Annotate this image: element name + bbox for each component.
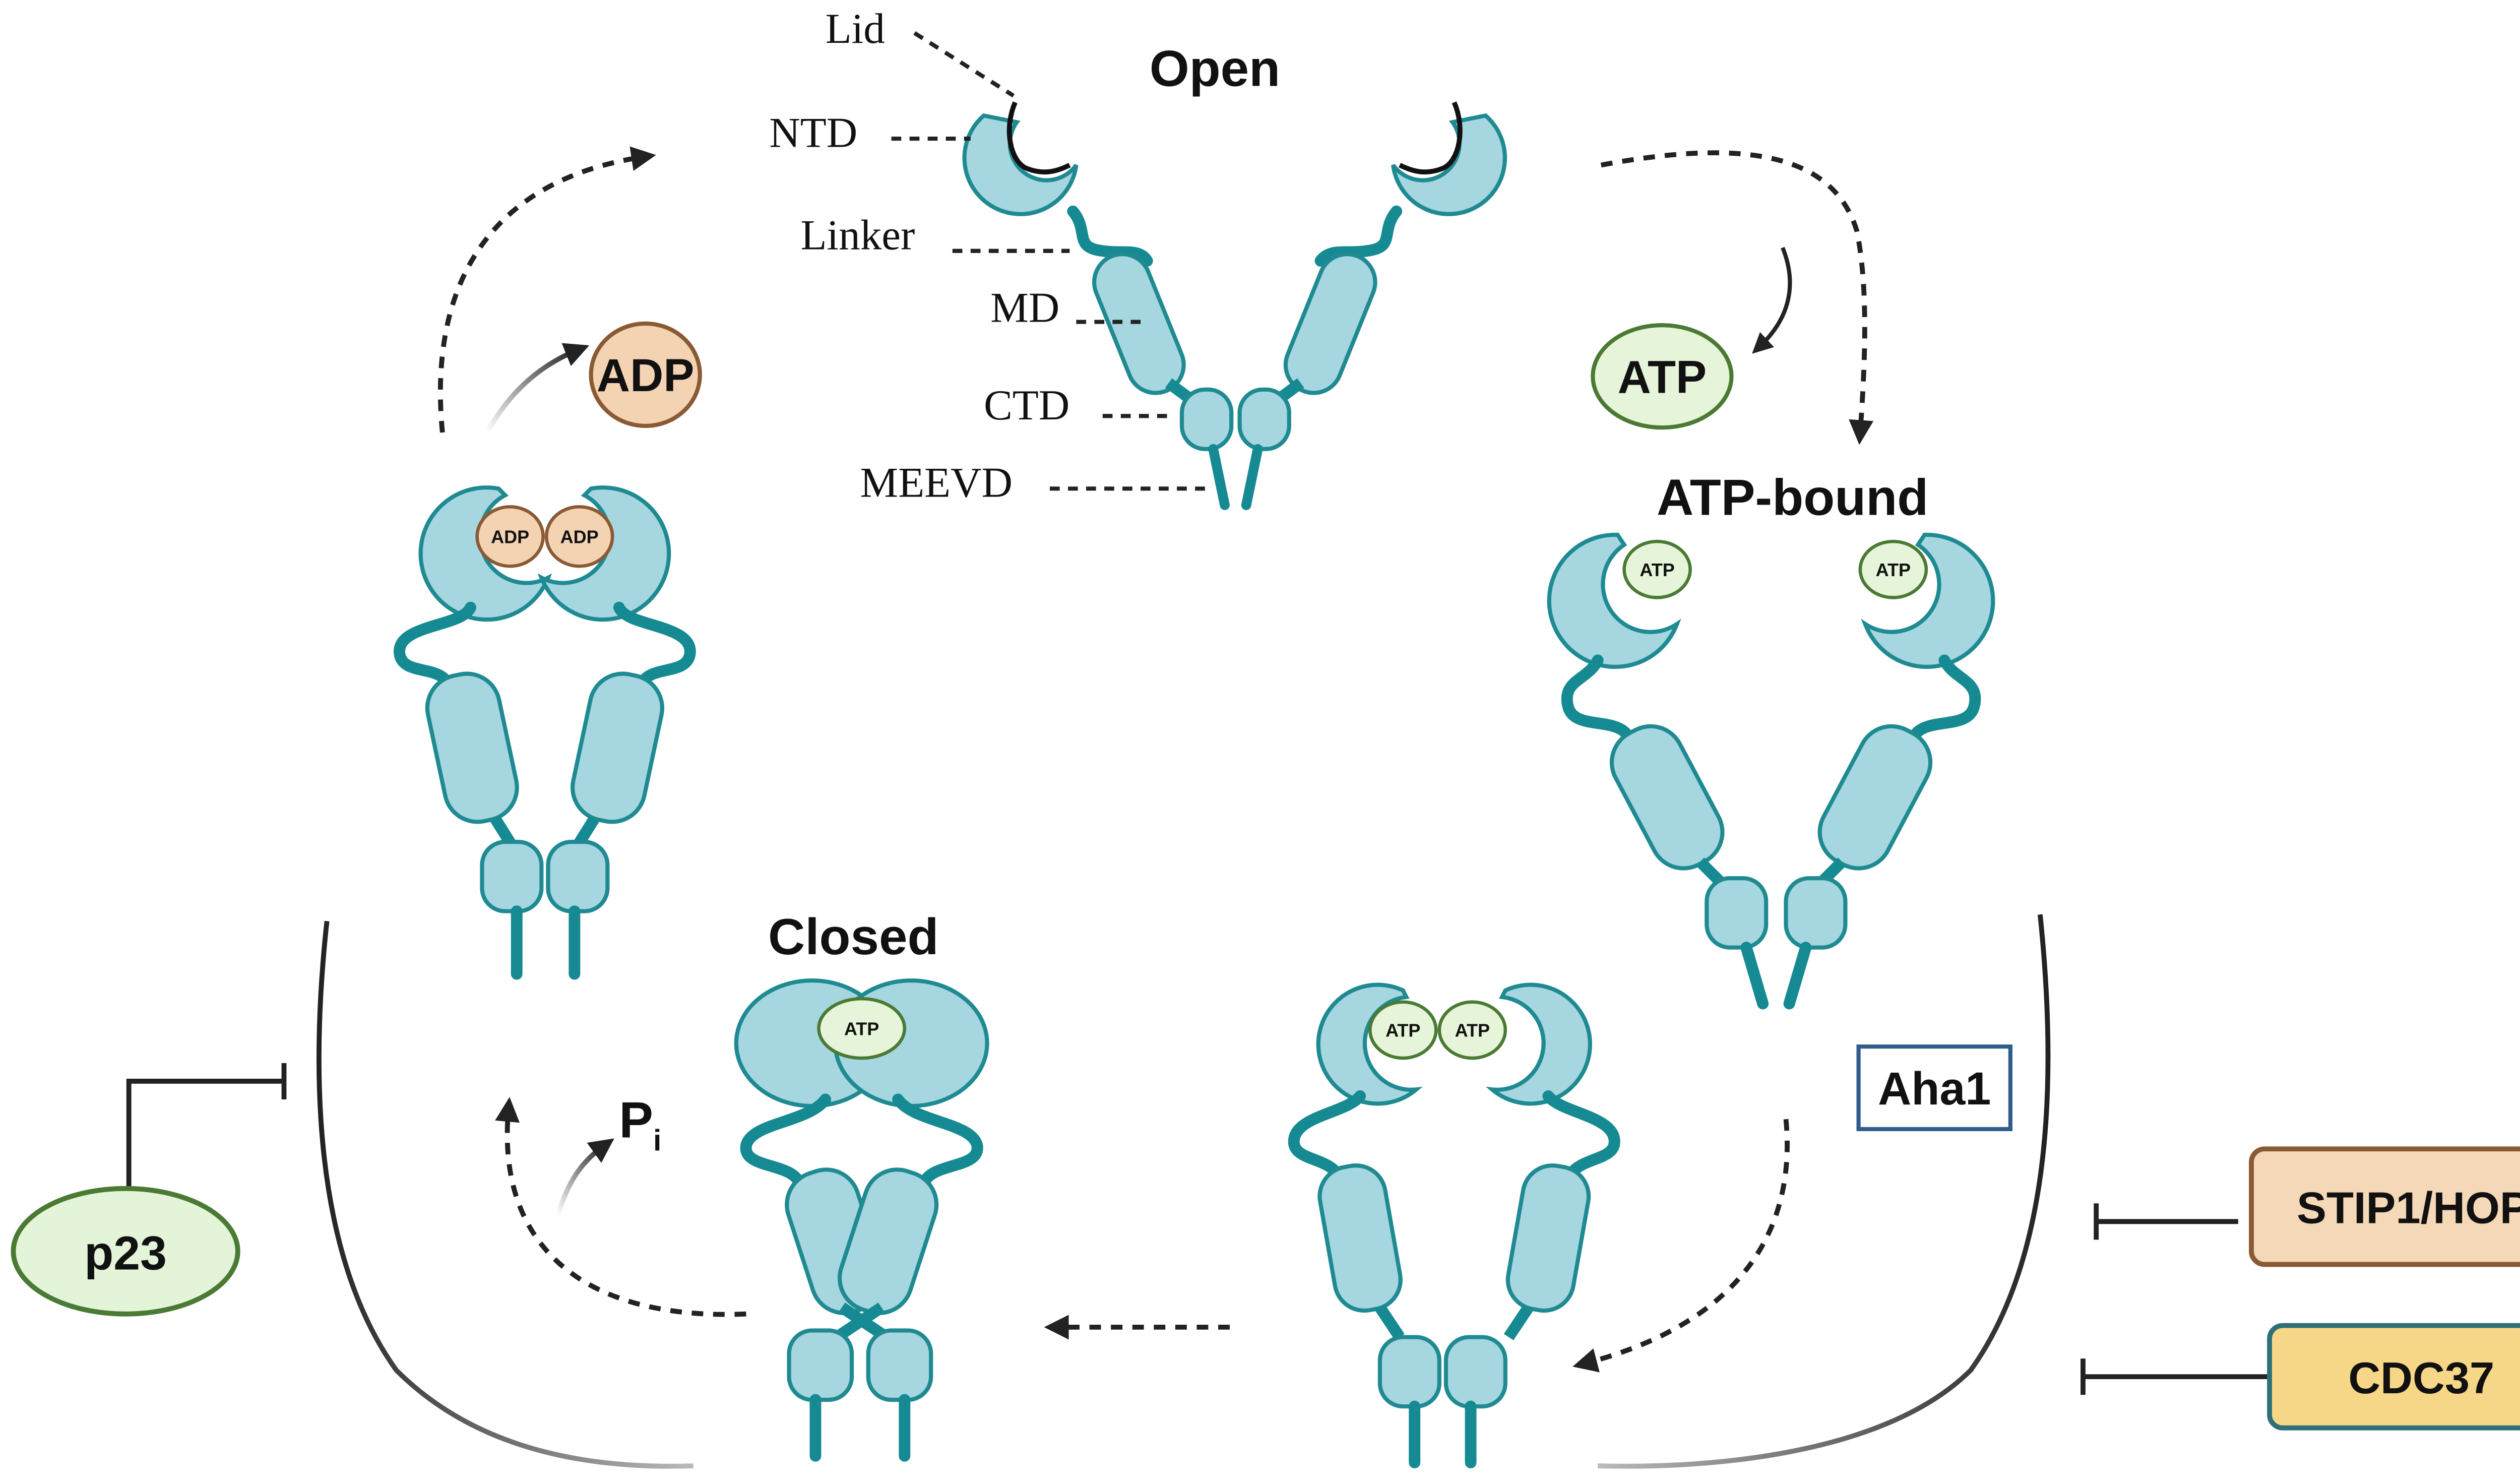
cycle-arrow-to-dimer bbox=[1572, 1119, 1790, 1373]
right-inhibition-bracket bbox=[1598, 914, 2051, 1469]
atp-bound-state-hsp90 bbox=[1547, 532, 1995, 1010]
pi-release-arrow bbox=[555, 1138, 614, 1216]
cycle-arrow-to-atp-bound bbox=[1600, 150, 1874, 445]
meevd-label: MEEVD bbox=[860, 459, 1013, 507]
adp-bound-right bbox=[544, 505, 614, 568]
atp-dimer-right-label: ATP bbox=[1455, 1020, 1490, 1041]
atp-closed bbox=[817, 997, 907, 1060]
adp-bound-right-label: ADP bbox=[560, 526, 599, 547]
atp-free bbox=[1591, 323, 1734, 430]
atp-free-label: ATP bbox=[1618, 351, 1707, 403]
atp-bound-state-title: ATP-bound bbox=[1657, 469, 1928, 526]
atp-bound-left-label: ATP bbox=[1640, 560, 1674, 580]
atp-dimer-left bbox=[1368, 1000, 1438, 1060]
aha1-label: Aha1 bbox=[1878, 1063, 1991, 1115]
p23-label: p23 bbox=[84, 1226, 167, 1280]
md-label: MD bbox=[990, 284, 1059, 332]
atp-dimer-right bbox=[1437, 1000, 1507, 1060]
atp-uptake-arrow bbox=[1752, 246, 1792, 354]
stip1-hop-label: STIP1/HOP bbox=[2297, 1183, 2520, 1233]
atp-bound-right bbox=[1858, 539, 1928, 599]
ctd-label: CTD bbox=[984, 382, 1069, 429]
ntd-label: NTD bbox=[769, 109, 857, 156]
cycle-arrow-to-adp-state bbox=[495, 1097, 746, 1317]
aha1-box bbox=[1856, 1044, 2012, 1132]
atp-bound-right-label: ATP bbox=[1876, 560, 1911, 580]
left-inhibition-bracket bbox=[317, 920, 694, 1469]
closed-state-title: Closed bbox=[768, 908, 938, 965]
adp-bound-left bbox=[475, 505, 545, 568]
cdc37-label: CDC37 bbox=[2348, 1353, 2494, 1403]
adp-released-label: ADP bbox=[597, 350, 695, 401]
atp-closed-label: ATP bbox=[844, 1018, 879, 1039]
atp-dimer-left-label: ATP bbox=[1385, 1020, 1420, 1041]
adp-release-arrow bbox=[484, 343, 590, 434]
cdc37-node bbox=[2267, 1323, 2520, 1431]
open-state-title: Open bbox=[1150, 39, 1280, 97]
adp-bound-left-label: ADP bbox=[491, 526, 529, 547]
domain-leaders bbox=[891, 31, 1214, 491]
linker-label: Linker bbox=[800, 211, 915, 259]
adp-released bbox=[589, 321, 702, 428]
p23-inhibition-line bbox=[126, 1079, 284, 1205]
pi-label: Pi bbox=[619, 1091, 661, 1157]
adp-bound-state-hsp90 bbox=[394, 485, 696, 980]
p23-node bbox=[11, 1186, 240, 1317]
stip1-hop-node bbox=[2249, 1146, 2520, 1267]
atp-bound-left bbox=[1622, 539, 1692, 599]
dimerized-atp-hsp90 bbox=[1288, 982, 1620, 1468]
lid-label: Lid bbox=[826, 5, 885, 52]
